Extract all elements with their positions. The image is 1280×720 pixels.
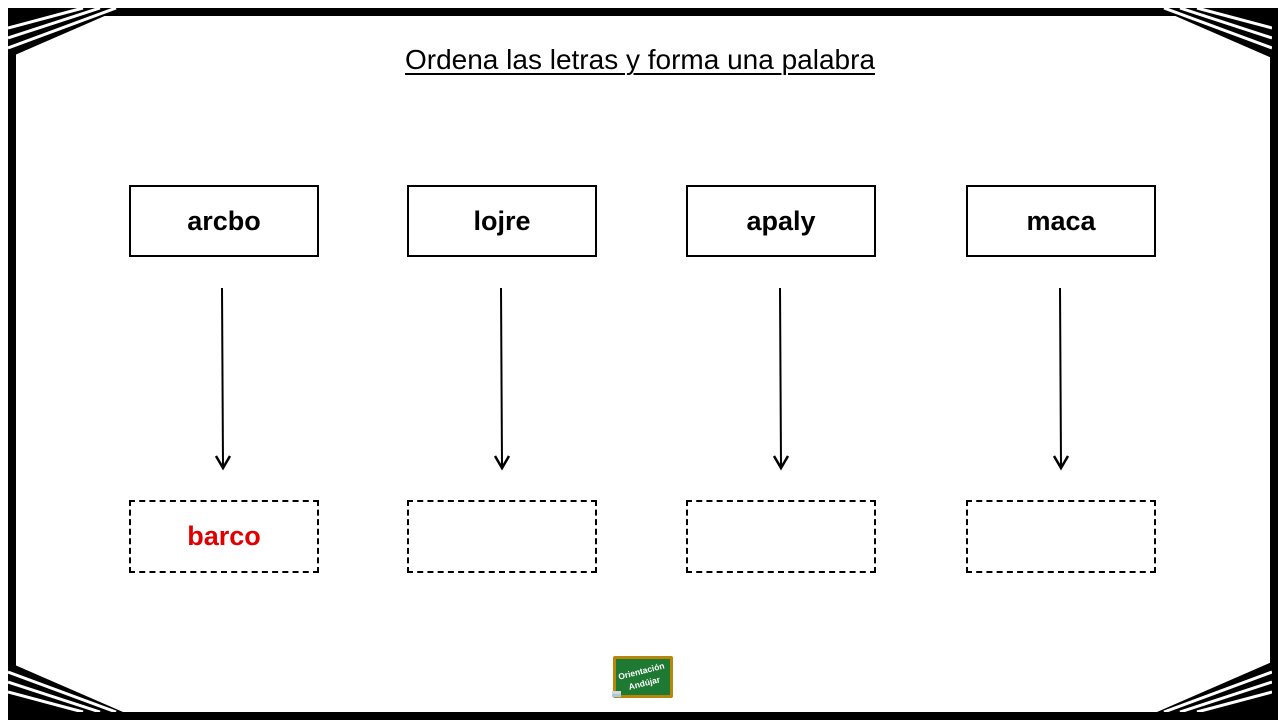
answer-box-3[interactable] [686,500,876,573]
down-arrow-icon [1052,288,1070,471]
page-title: Ordena las letras y forma una palabra [404,44,876,75]
corner-decoration-bottom-left [8,662,123,712]
scrambled-word-box-1: arcbo [129,185,319,257]
answer-box-4[interactable] [966,500,1156,573]
scrambled-word-1: arcbo [187,205,261,236]
down-arrow-icon [493,288,511,471]
scrambled-word-3: apaly [746,205,816,236]
down-arrow-icon [772,288,790,471]
corner-decoration-top-left [8,8,123,58]
answer-box-1[interactable]: barco [129,500,319,573]
scrambled-word-box-3: apaly [686,185,876,257]
scrambled-word-box-2: lojre [407,185,597,257]
scrambled-word-2: lojre [473,205,531,236]
scrambled-word-box-4: maca [966,185,1156,257]
corner-decoration-top-right [1157,8,1272,58]
corner-decoration-bottom-right [1157,662,1272,712]
answer-box-2[interactable] [407,500,597,573]
answer-text-1: barco [187,521,261,551]
down-arrow-icon [214,288,232,471]
page-frame [8,8,1278,720]
orientacion-andujar-logo: Orientación Andújar [612,656,673,698]
scrambled-word-4: maca [1026,205,1096,236]
